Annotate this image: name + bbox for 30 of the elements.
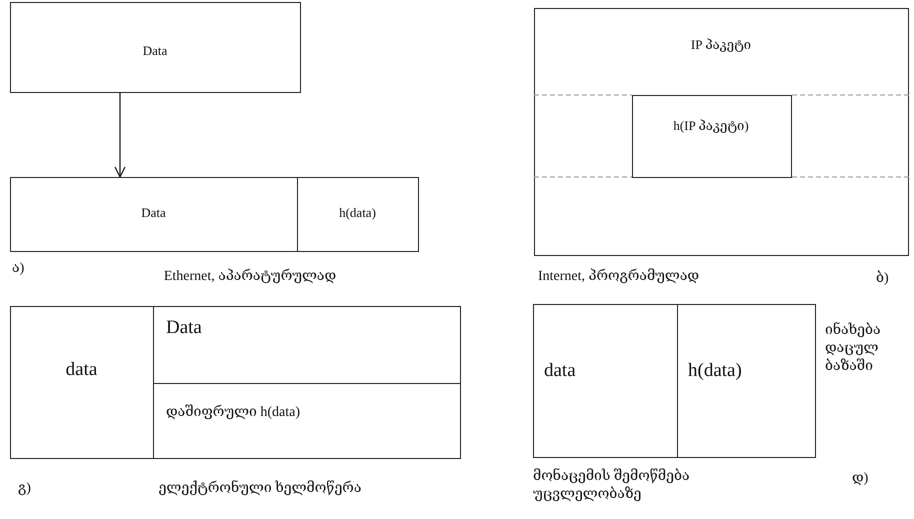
panel-letter: გ) — [18, 480, 32, 498]
data-cell — [10, 306, 154, 459]
panel-caption: Internet, პროგრამულად — [538, 268, 700, 286]
cell-text: Data — [142, 43, 168, 59]
data-cell — [10, 177, 298, 252]
hash-cell — [677, 304, 816, 458]
packet-box — [534, 8, 909, 256]
cell-text: IP პაკეტი — [690, 37, 752, 53]
panel-caption: Ethernet, აპარატურულად — [162, 268, 338, 286]
data-cell — [533, 304, 678, 458]
cell-text: data — [64, 359, 98, 381]
cell-text: data — [544, 360, 576, 382]
arrow — [114, 93, 126, 178]
hash-cell — [297, 177, 419, 252]
panel-caption: მონაცემის შემოწმება უცვლელობაზე — [533, 468, 691, 504]
side-note: ინახება დაცულ ბაზაში — [825, 322, 882, 376]
packet-hash-box — [632, 94, 792, 178]
panel-caption: ელექტრონული ხელმოწერა — [158, 480, 362, 498]
panel-letter: ბ) — [876, 270, 890, 288]
cell-text: h(data) — [338, 205, 377, 221]
panel-letter: ა) — [12, 260, 26, 278]
data-cell — [153, 306, 461, 384]
cell-text: დაშიფრული h(data) — [166, 404, 300, 421]
cell-text: Data — [140, 205, 167, 221]
cell-text: h(IP პაკეტი) — [672, 116, 750, 135]
data-box — [10, 2, 301, 93]
cell-text: h(data) — [688, 360, 742, 382]
encrypted-hash-cell — [153, 383, 461, 459]
panel-letter: დ) — [852, 470, 870, 488]
cell-text: Data — [166, 317, 202, 339]
